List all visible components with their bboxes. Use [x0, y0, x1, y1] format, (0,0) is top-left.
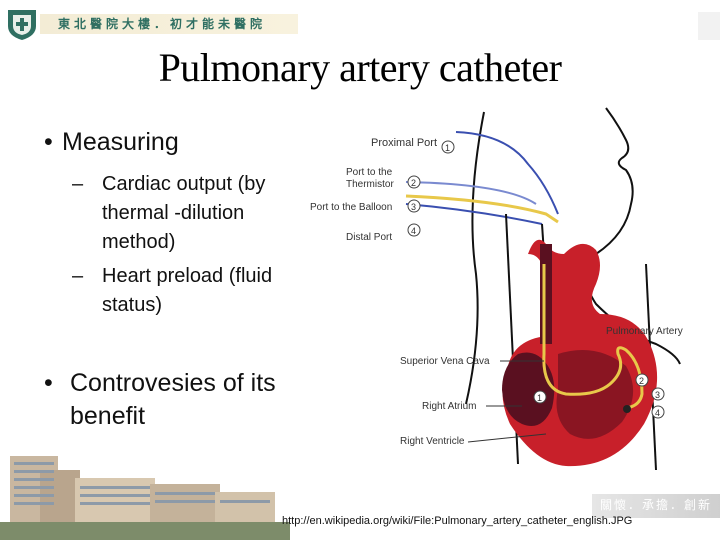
label-port-thermistor: Port to the [346, 167, 393, 178]
label-right-atrium: Right Atrium [422, 401, 476, 412]
label-proximal-port: Proximal Port [371, 137, 437, 149]
marker-3: 3 [411, 202, 416, 212]
label-right-ventricle: Right Ventricle [400, 436, 465, 447]
bullet-text: benefit [70, 402, 146, 430]
marker-4: 4 [411, 226, 416, 236]
label-distal-port: Distal Port [346, 232, 392, 243]
catheter-diagram: Proximal Port Port to the Thermistor Por… [310, 107, 683, 470]
sub-text: Heart preload (fluid [102, 265, 273, 287]
marker-2-heart: 2 [639, 376, 644, 386]
corner-tab [698, 12, 720, 40]
marker-1-heart: 1 [537, 393, 542, 403]
header-band [40, 14, 298, 34]
hospital-emblem-icon [8, 10, 36, 40]
dash-marker: – [72, 265, 84, 287]
label-pulmonary-artery: Pulmonary Artery [606, 326, 683, 337]
marker-1: 1 [445, 143, 450, 153]
marker-2: 2 [411, 178, 416, 188]
institution-name: 東北醫院大樓．初才能未醫院 [58, 17, 267, 31]
sub-text: Cardiac output (by [102, 173, 266, 195]
bullet-measuring: • Measuring [44, 128, 179, 157]
marker-3-heart: 3 [655, 390, 660, 400]
label-superior-vena-cava: Superior Vena Cava [400, 356, 490, 367]
source-url: http://en.wikipedia.org/wiki/File:Pulmon… [282, 515, 633, 527]
bullet-dot: • [44, 128, 53, 156]
bullet-text: Measuring [62, 128, 179, 156]
hospital-buildings-image [0, 448, 290, 540]
slide-header: 東北醫院大樓．初才能未醫院 [0, 0, 720, 44]
sub-text: status) [102, 294, 163, 316]
label-port-thermistor: Thermistor [346, 179, 394, 190]
marker-4-heart: 4 [655, 408, 660, 418]
footer-band [592, 494, 720, 518]
footer-motto: 關懷．承擔．創新 [600, 498, 713, 512]
dash-marker: – [72, 173, 84, 195]
slide-title: Pulmonary artery catheter [158, 45, 562, 90]
bullet-text: Controvesies of its [70, 369, 276, 397]
sub-text: thermal -dilution [102, 202, 245, 224]
bullet-dot: • [44, 369, 53, 397]
label-port-balloon: Port to the Balloon [310, 202, 392, 213]
sub-text: method) [102, 231, 176, 253]
